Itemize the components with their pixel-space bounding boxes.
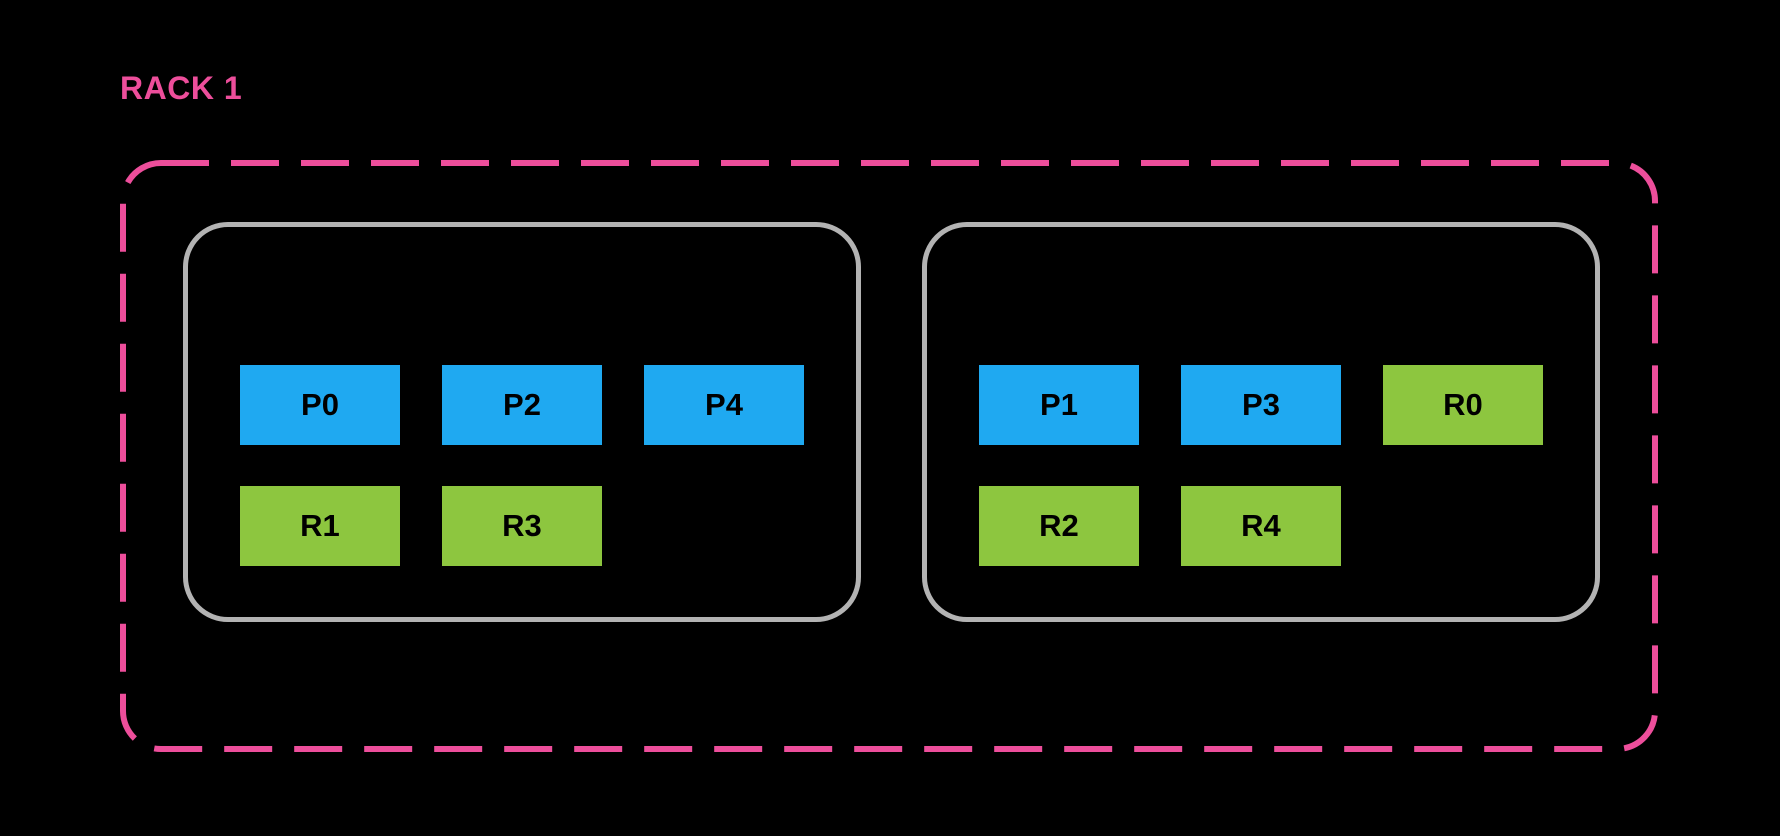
shard-R4: R4 xyxy=(1181,486,1341,566)
shard-P1: P1 xyxy=(979,365,1139,445)
shard-row: R2 R4 xyxy=(979,486,1595,566)
shard-row: R1 R3 xyxy=(240,486,856,566)
shard-R0: R0 xyxy=(1383,365,1543,445)
shard-R3: R3 xyxy=(442,486,602,566)
shard-P3: P3 xyxy=(1181,365,1341,445)
shard-P2: P2 xyxy=(442,365,602,445)
shard-row: P0 P2 P4 xyxy=(240,365,856,445)
shard-P4: P4 xyxy=(644,365,804,445)
shard-row: P1 P3 R0 xyxy=(979,365,1595,445)
rack-label: RACK 1 xyxy=(120,70,243,106)
shard-R1: R1 xyxy=(240,486,400,566)
shard-R2: R2 xyxy=(979,486,1139,566)
rack-dashed-border xyxy=(120,160,1658,752)
shard-P0: P0 xyxy=(240,365,400,445)
